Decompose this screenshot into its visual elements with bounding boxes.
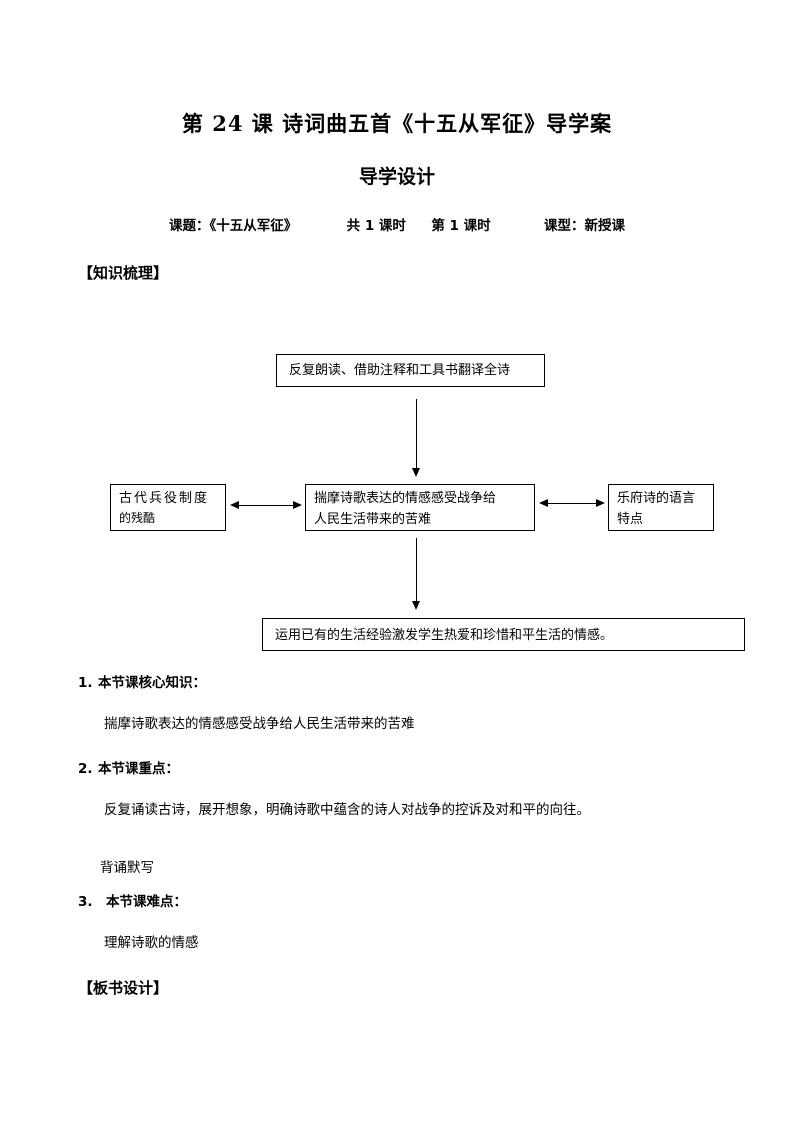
list-item-1-number: 1. (78, 675, 93, 691)
flowchart-box-bottom-text: 运用已有的生活经验激发学生热爱和珍惜和平生活的情感。 (275, 628, 614, 643)
arrow-bidirectional-right-icon (539, 498, 605, 507)
section-heading-knowledge-review: 【知识梳理】 (78, 264, 169, 282)
flowchart-box-right: 乐府诗的语言 特点 (608, 484, 714, 531)
flowchart-box-right-line1: 乐府诗的语言 (617, 491, 696, 506)
flowchart-box-right-content: 乐府诗的语言 特点 (609, 485, 713, 530)
flowchart-box-left-line1: 古代兵役制度 (119, 491, 210, 506)
flowchart-box-right-line2: 特点 (617, 512, 644, 527)
flowchart-box-left-content: 古代兵役制度 的残酷 (111, 485, 225, 528)
flowchart-box-center: 揣摩诗歌表达的情感感受战争给 人民生活带来的苦难 (305, 484, 535, 531)
list-item-2-number: 2. (78, 761, 93, 777)
current-period: 第 1 课时 (431, 218, 491, 234)
arrow-bidirectional-left-icon (230, 500, 302, 509)
list-item-2-title: 本节课重点： (98, 761, 179, 777)
lesson-type: 课型：新授课 (544, 218, 626, 234)
list-item-2-label: 2. 本节课重点： (78, 757, 179, 777)
flowchart-box-left: 古代兵役制度 的残酷 (110, 484, 226, 531)
flowchart-box-left-line2: 的残酷 (119, 511, 156, 525)
list-item-1-label: 1. 本节课核心知识： (78, 671, 206, 691)
flowchart-box-center-line1: 揣摩诗歌表达的情感感受战争给 (314, 491, 497, 506)
list-item-2-body: 反复诵读古诗，展开想象，明确诗歌中蕴含的诗人对战争的控诉及对和平的向往。 (104, 802, 590, 818)
list-item-3-label: 3. 本节课难点： (78, 890, 187, 910)
page-title: 第 24 课 诗词曲五首《十五从军征》导学案 (181, 111, 613, 136)
flowchart-box-bottom: 运用已有的生活经验激发学生热爱和珍惜和平生活的情感。 (262, 618, 745, 651)
flowchart-box-top: 反复朗读、借助注释和工具书翻译全诗 (276, 354, 545, 387)
total-periods: 共 1 课时 (346, 218, 406, 234)
flowchart-box-top-text: 反复朗读、借助注释和工具书翻译全诗 (289, 363, 511, 378)
arrow-down-icon (412, 399, 420, 477)
list-item-3-body: 理解诗歌的情感 (104, 935, 199, 951)
page-subtitle: 导学设计 (358, 166, 435, 188)
list-item-3-number: 3. (78, 894, 93, 910)
lesson-topic: 课题：《十五从军征》 (168, 218, 298, 234)
list-item-1-title: 本节课核心知识： (98, 675, 206, 691)
lesson-meta-line: 课题：《十五从军征》 共 1 课时 第 1 课时 课型：新授课 (0, 214, 794, 234)
flowchart-box-center-line2: 人民生活带来的苦难 (314, 512, 432, 527)
section-heading-board-design: 【板书设计】 (78, 979, 169, 997)
arrow-down-icon (412, 538, 420, 610)
flowchart-box-center-content: 揣摩诗歌表达的情感感受战争给 人民生活带来的苦难 (306, 485, 534, 531)
list-item-3-title: 本节课难点： (106, 894, 187, 910)
list-item-1-body: 揣摩诗歌表达的情感感受战争给人民生活带来的苦难 (104, 716, 415, 732)
list-item-2-body-secondary: 背诵默写 (100, 860, 154, 876)
